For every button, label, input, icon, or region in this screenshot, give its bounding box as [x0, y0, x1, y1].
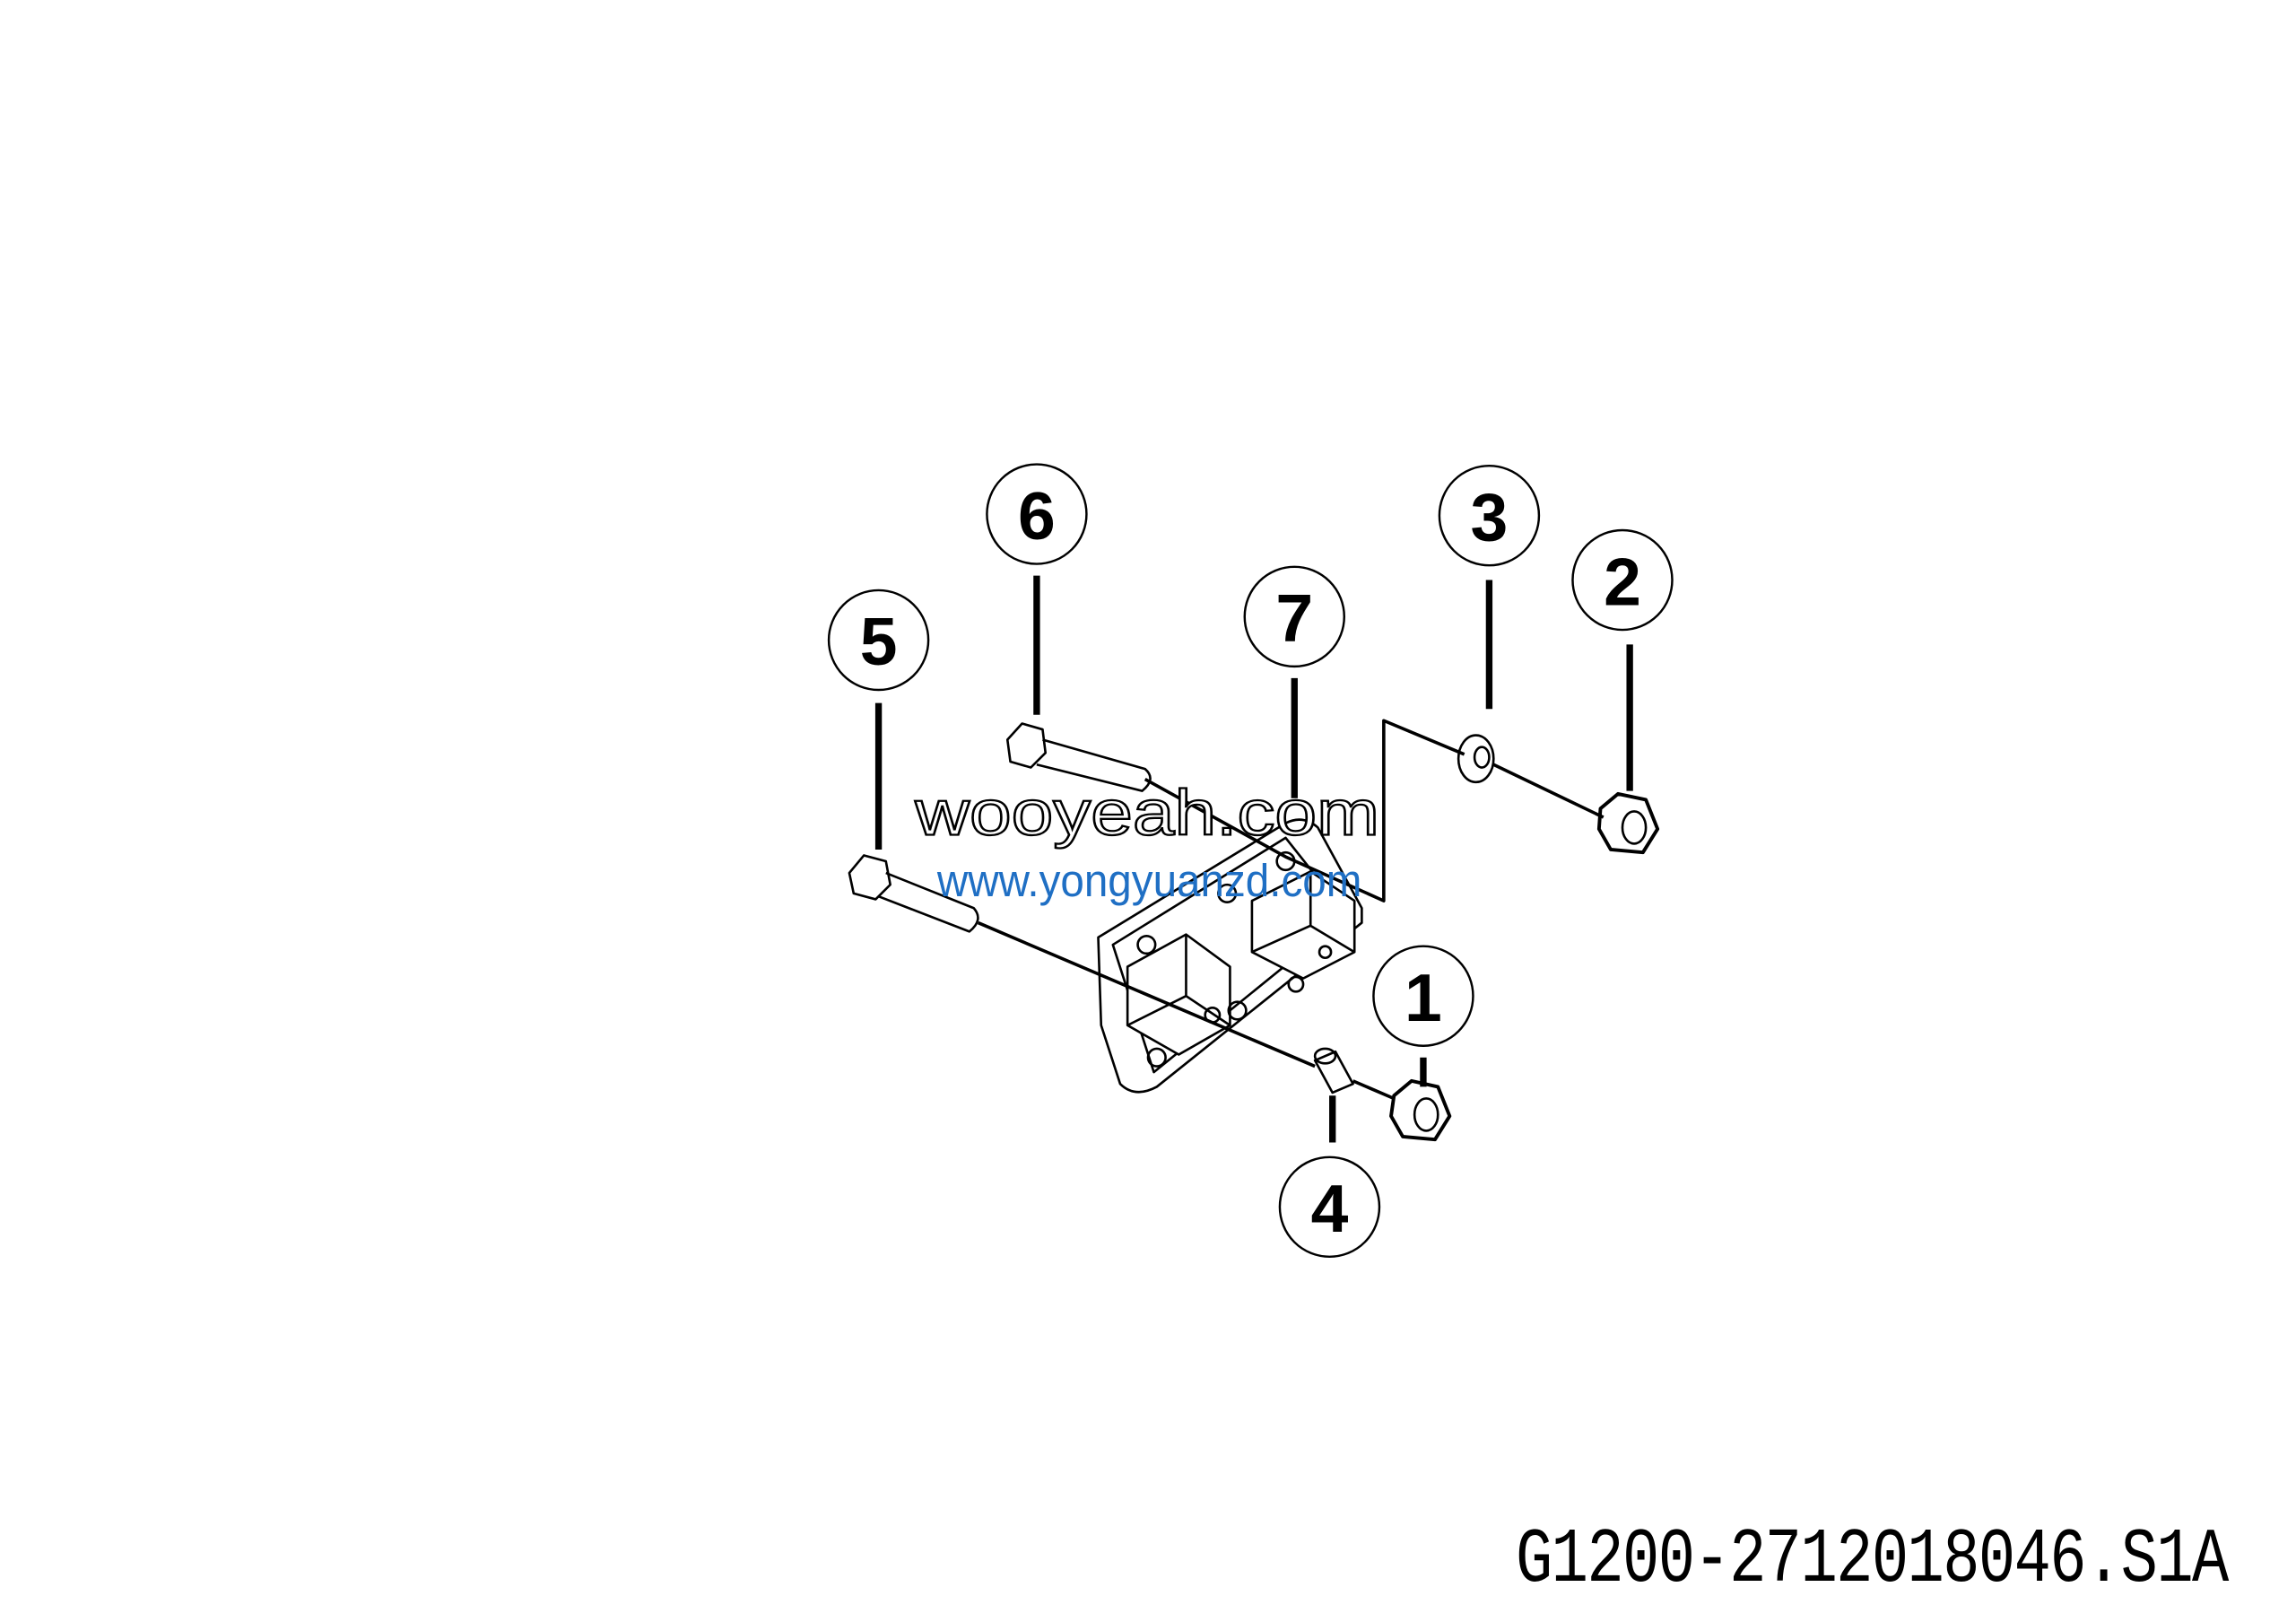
washer-part-3: [1457, 734, 1495, 784]
watermark-blue: www.yongyuanzd.com: [936, 855, 1361, 906]
bolt-part-5: [848, 854, 979, 933]
spacer-part-4: [1313, 1047, 1354, 1094]
assembly-lines: [977, 719, 1605, 1101]
callout-4: 4: [1278, 1155, 1381, 1259]
callout-7: 7: [1243, 565, 1345, 668]
callout-6: 6: [986, 463, 1088, 565]
bolt-part-6: [1005, 722, 1152, 792]
bracket-part-7: [1097, 818, 1363, 1094]
callout-1-label: 1: [1405, 960, 1442, 1035]
part-code: G1200-2712018046.S1A: [1516, 1516, 2229, 1604]
watermark-outline: wooyeah.com: [914, 778, 1379, 850]
nut-part-1: [1389, 1078, 1452, 1142]
callout-5: 5: [827, 589, 930, 692]
callout-5-label: 5: [860, 604, 898, 679]
callout-6-label: 6: [1018, 478, 1056, 554]
nut-part-2: [1596, 791, 1660, 855]
callout-2-label: 2: [1604, 544, 1641, 619]
callout-1: 1: [1372, 945, 1474, 1047]
callout-4-label: 4: [1311, 1171, 1349, 1246]
callout-3: 3: [1438, 464, 1541, 567]
callout-7-label: 7: [1275, 580, 1313, 656]
leader-lines: [874, 575, 1633, 1143]
callout-2: 2: [1571, 528, 1674, 632]
callout-3-label: 3: [1471, 479, 1509, 554]
